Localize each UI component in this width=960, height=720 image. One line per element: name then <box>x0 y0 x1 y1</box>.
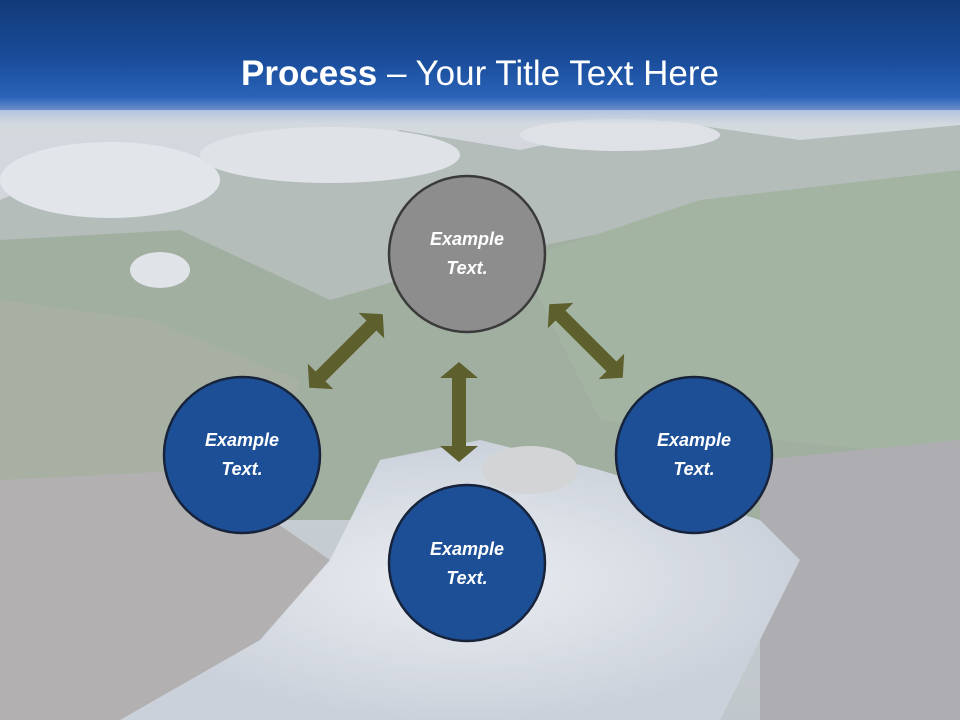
title-dash: – <box>377 54 416 93</box>
node-top-line2: Text. <box>446 258 488 278</box>
node-right-line1: Example <box>656 430 732 450</box>
node-bottom-line1: Example <box>429 539 505 559</box>
node-bottom-circle[interactable] <box>387 483 547 643</box>
arrow-top-left <box>307 312 385 390</box>
title-regular-part: Your Title Text Here <box>415 54 720 93</box>
slide-title: Process – Your Title Text Here <box>0 52 960 96</box>
node-right-line2: Text. <box>673 459 715 479</box>
arrow-top-bottom <box>440 362 478 462</box>
node-top-label: Example Text. <box>392 225 542 283</box>
arrow-top-right <box>547 302 625 380</box>
node-top-circle[interactable] <box>387 174 547 334</box>
node-top-line1: Example <box>429 229 505 249</box>
node-right-label: Example Text. <box>619 426 769 484</box>
node-bottom-label: Example Text. <box>392 535 542 593</box>
node-bottom-line2: Text. <box>446 568 488 588</box>
node-right-circle[interactable] <box>614 375 774 535</box>
node-left-circle[interactable] <box>162 375 322 535</box>
title-bar <box>0 0 960 124</box>
node-left-label: Example Text. <box>167 426 317 484</box>
node-left-line2: Text. <box>221 459 263 479</box>
title-bold-part: Process <box>241 54 378 93</box>
node-left-line1: Example <box>204 430 280 450</box>
